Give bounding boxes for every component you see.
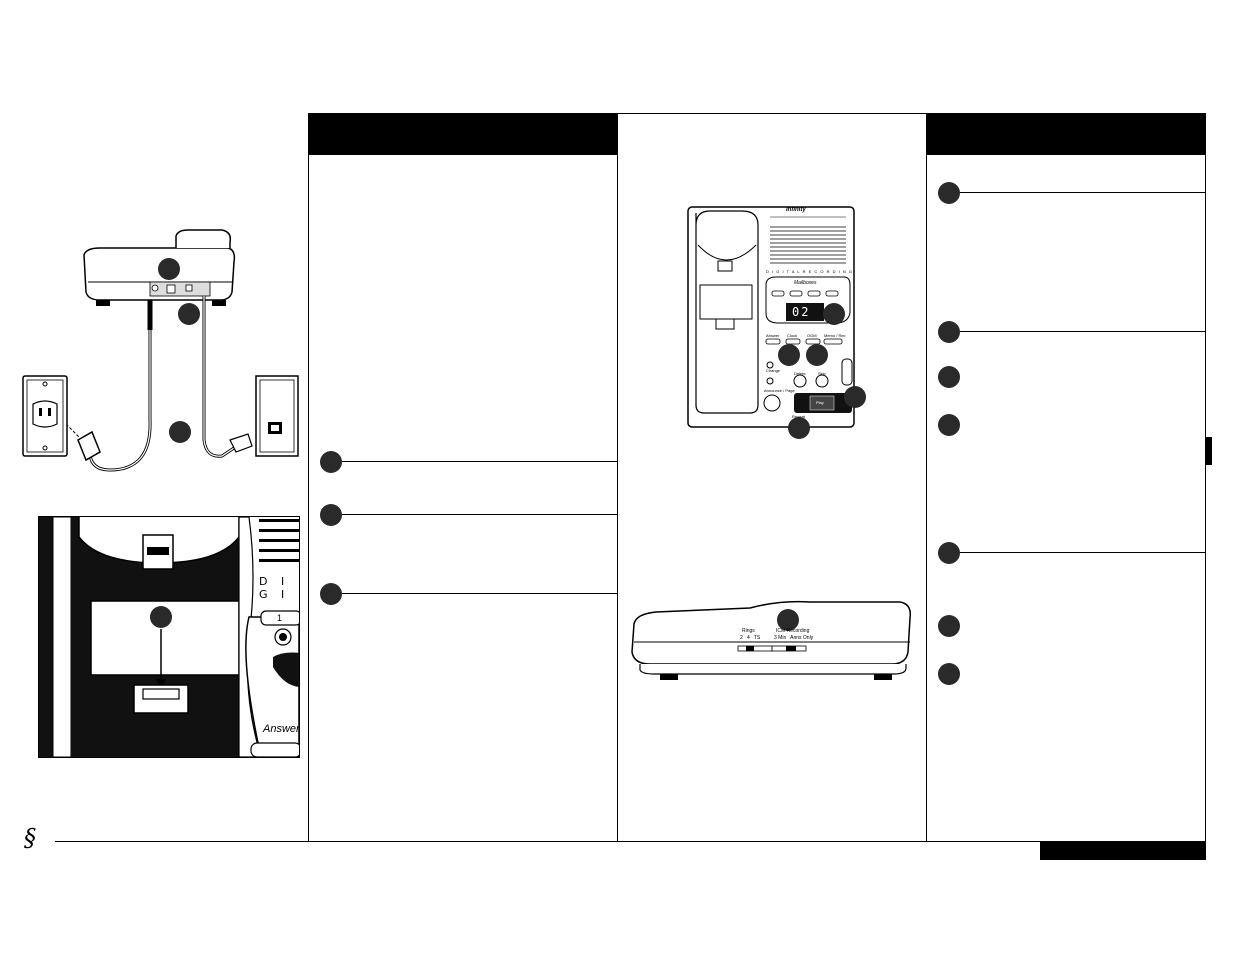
connection-diagram	[22, 229, 299, 472]
page-number-bar	[1040, 842, 1206, 860]
feature-bullet-7	[938, 663, 960, 685]
repeat-button-label: Repeat	[792, 414, 805, 419]
column-divider-1	[308, 113, 309, 842]
mailbox-1-label: 1	[277, 613, 283, 623]
feature-bullet-3	[938, 366, 960, 388]
icm-recording-options: 3 Min Anns Only	[774, 635, 814, 641]
ogm-button-label: OGM	[807, 333, 817, 338]
answer-label: Answer	[263, 723, 300, 735]
side-tab-marker	[1206, 437, 1212, 465]
step-bullet-3	[320, 583, 342, 605]
delete-button-label: Delete	[794, 371, 806, 376]
column-header-right	[926, 113, 1206, 155]
top-rule	[308, 113, 1206, 114]
digital-label: D I G I	[259, 575, 290, 601]
column-header-left	[308, 113, 618, 155]
change-button-label: Change	[766, 368, 781, 373]
brand-label: Infinity	[786, 207, 806, 213]
rings-options: 2 4 TS	[740, 635, 761, 641]
message-count-display: 02	[792, 305, 811, 319]
feature-bullet-4	[938, 414, 960, 436]
logo-icon: §	[24, 824, 36, 852]
skip-button-label: Skip	[818, 371, 826, 376]
feature-rule-2	[960, 331, 1205, 332]
center-callout-skip	[844, 386, 866, 408]
answering-machine-top-view: Infinity D I G I T A L R E C O R D I N G…	[686, 205, 856, 439]
play-button-label: Play	[816, 400, 824, 405]
step-rule-2	[342, 514, 617, 515]
feature-bullet-5	[938, 542, 960, 564]
feature-rule-1	[960, 192, 1205, 193]
answer-button-label: Answer	[766, 333, 780, 338]
step-bullet-2	[320, 504, 342, 526]
announce-button-label: Announce / Page	[764, 388, 795, 393]
feature-bullet-6	[938, 615, 960, 637]
step-rule-1	[342, 461, 617, 462]
memo-button-label: Memo / Rec	[824, 333, 846, 338]
step-rule-3	[342, 593, 617, 594]
digital-recording-label: D I G I T A L R E C O R D I N G	[766, 269, 853, 274]
column-divider-3	[926, 113, 927, 842]
feature-bullet-1	[938, 182, 960, 204]
mailboxes-label: Mailboxes	[794, 280, 817, 286]
clock-button-label: Clock	[787, 333, 798, 338]
feature-bullet-2	[938, 321, 960, 343]
icm-recording-label: ICM Recording	[776, 628, 810, 634]
rings-label: Rings	[742, 628, 755, 634]
battery-door-closeup: D I G I 1 Answer	[38, 516, 300, 758]
feature-rule-5	[960, 552, 1205, 553]
column-divider-2	[617, 113, 618, 842]
step-bullet-1	[320, 451, 342, 473]
answering-machine-side-view: Rings 2 4 TS ICM Recording 3 Min Anns On…	[630, 598, 915, 682]
footer-rule	[55, 841, 1206, 842]
column-divider-4	[1205, 113, 1206, 842]
